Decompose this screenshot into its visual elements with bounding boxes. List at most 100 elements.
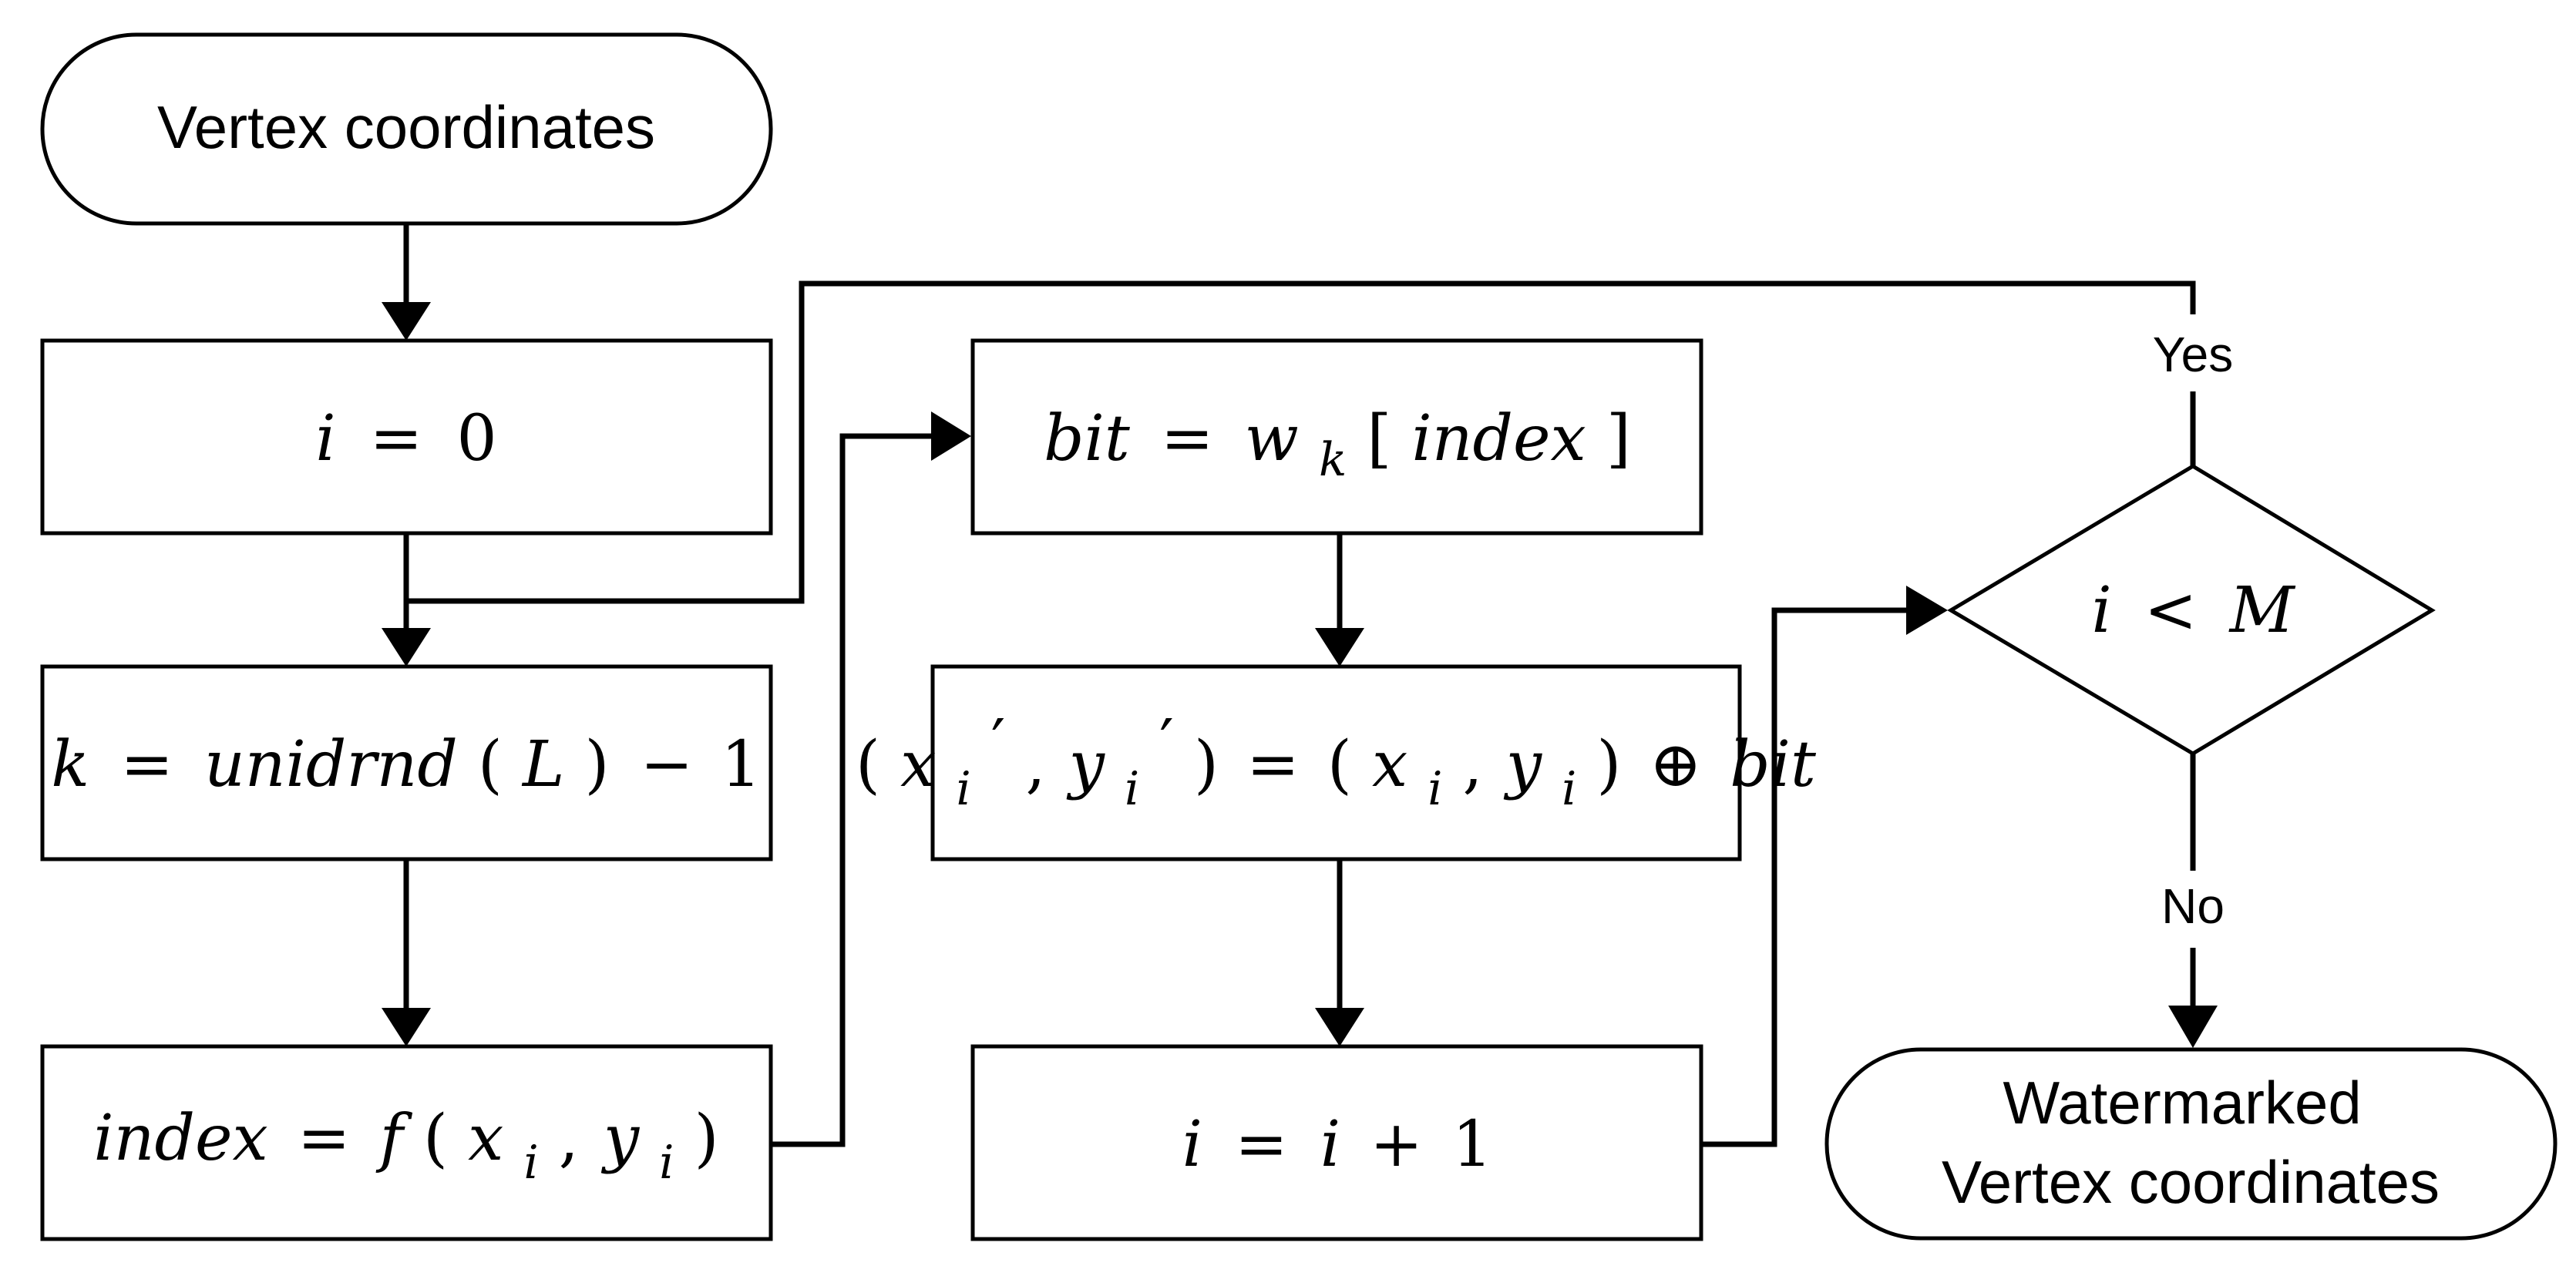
end-node: Watermarked Vertex coordinates — [1824, 1047, 2558, 1241]
index-var: index — [93, 1102, 267, 1175]
arrowhead-k — [382, 628, 431, 667]
init-var: i — [315, 402, 335, 475]
embed-x-prime: ′ — [991, 707, 1006, 780]
arrowhead-init — [382, 302, 431, 341]
increment-plus: + — [1370, 1108, 1423, 1181]
index-formula: index = f ( x i , y i ) — [93, 1102, 718, 1194]
bit-w-sub: k — [1319, 433, 1347, 487]
bit-op: = — [1161, 402, 1214, 475]
end-label-line1: Watermarked — [2003, 1069, 2362, 1137]
embed-x: x — [900, 728, 936, 801]
embed-y: y — [1066, 728, 1106, 801]
k-op: = — [120, 728, 173, 801]
embed-op: = — [1246, 728, 1300, 801]
index-close: ) — [694, 1102, 719, 1175]
arrowhead-decision — [1906, 586, 1948, 635]
edge-index-to-bit — [771, 433, 931, 1147]
end-label: Watermarked Vertex coordinates — [1942, 1069, 2440, 1216]
embed-x2: x — [1372, 728, 1407, 801]
decision-var: i — [2091, 574, 2111, 647]
arrowhead-bit — [931, 411, 971, 461]
decision-node: i < M — [1947, 464, 2436, 756]
yes-label: Yes — [2153, 327, 2233, 382]
init-formula: i = 0 — [315, 402, 496, 475]
init-value: 0 — [456, 402, 496, 475]
k-var: k — [51, 728, 89, 801]
k-open: ( — [478, 728, 503, 801]
arrowhead-increment — [1315, 1008, 1364, 1046]
embed-open1: ( — [856, 728, 880, 801]
bit-box — [970, 338, 1703, 536]
bit-var: bit — [1044, 402, 1131, 475]
increment-var: i — [1182, 1108, 1202, 1181]
k-minus: − — [641, 728, 694, 801]
index-x: x — [468, 1102, 503, 1175]
edge-increment-to-decision — [1702, 607, 1906, 1147]
arrowhead-end — [2168, 1006, 2218, 1048]
embed-y2-sub: i — [1562, 762, 1576, 816]
k-arg: L — [521, 728, 564, 801]
embed-close2: ) — [1596, 728, 1621, 801]
embed-comma2: , — [1463, 728, 1483, 801]
bit-w: w — [1245, 402, 1299, 475]
increment-op: = — [1235, 1108, 1288, 1181]
index-box — [40, 1044, 773, 1241]
k-box — [40, 664, 773, 861]
index-func: f — [375, 1102, 413, 1175]
embed-y2: y — [1503, 728, 1543, 801]
bit-idx: index — [1411, 402, 1586, 475]
increment-node: i = i + 1 — [970, 1044, 1703, 1241]
embed-close1: ) — [1194, 728, 1219, 801]
index-y: y — [600, 1102, 641, 1175]
start-terminator — [40, 32, 773, 226]
decision-formula: i < M — [2091, 574, 2295, 647]
embed-bit: bit — [1730, 728, 1817, 801]
embed-y-prime: ′ — [1159, 707, 1174, 780]
embed-xor: ⊕ — [1649, 728, 1702, 801]
bit-formula: bit = w k [ index ] — [1044, 402, 1631, 491]
end-terminator — [1824, 1047, 2558, 1241]
k-func: unidrnd — [204, 728, 458, 801]
decision-rhs: M — [2228, 574, 2296, 647]
decision-op: < — [2144, 574, 2198, 647]
bit-node: bit = w k [ index ] — [970, 338, 1703, 536]
embed-x-sub: i — [956, 762, 970, 816]
index-op: = — [298, 1102, 351, 1175]
start-node: Vertex coordinates — [40, 32, 773, 226]
increment-rhs: i — [1320, 1108, 1340, 1181]
arrowhead-index — [382, 1008, 431, 1046]
embed-x2-sub: i — [1428, 762, 1442, 816]
index-x-sub: i — [523, 1136, 538, 1190]
start-label: Vertex coordinates — [157, 93, 655, 161]
yes-label-mask — [2135, 314, 2251, 391]
no-label: No — [2161, 878, 2225, 934]
no-label-mask — [2147, 871, 2239, 948]
embed-box — [930, 664, 1742, 861]
k-node: k = unidrnd ( L ) − 1 — [40, 664, 773, 861]
k-one: 1 — [721, 728, 761, 801]
decision-diamond — [1947, 464, 2436, 756]
increment-one: 1 — [1452, 1108, 1492, 1181]
embed-open2: ( — [1327, 728, 1352, 801]
arrowhead-embed — [1315, 628, 1364, 667]
embed-y-sub: i — [1125, 762, 1139, 816]
embed-comma1: , — [1025, 728, 1045, 801]
k-close: ) — [585, 728, 610, 801]
init-op: = — [370, 402, 423, 475]
bit-lb: [ — [1367, 402, 1391, 475]
increment-box — [970, 1044, 1703, 1241]
index-comma: , — [559, 1102, 579, 1175]
init-box — [40, 338, 773, 536]
k-formula: k = unidrnd ( L ) − 1 — [51, 728, 761, 801]
increment-formula: i = i + 1 — [1182, 1108, 1492, 1181]
bit-rb: ] — [1606, 402, 1631, 475]
index-open: ( — [423, 1102, 448, 1175]
embed-node: ( x i ′ , y i ′ ) = ( x i , y i ) ⊕ bit — [856, 664, 1817, 861]
init-node: i = 0 — [40, 338, 773, 536]
index-node: index = f ( x i , y i ) — [40, 1044, 773, 1241]
end-label-line2: Vertex coordinates — [1942, 1148, 2440, 1216]
index-y-sub: i — [659, 1136, 674, 1190]
embed-formula: ( x i ′ , y i ′ ) = ( x i , y i ) ⊕ bit — [856, 707, 1817, 820]
